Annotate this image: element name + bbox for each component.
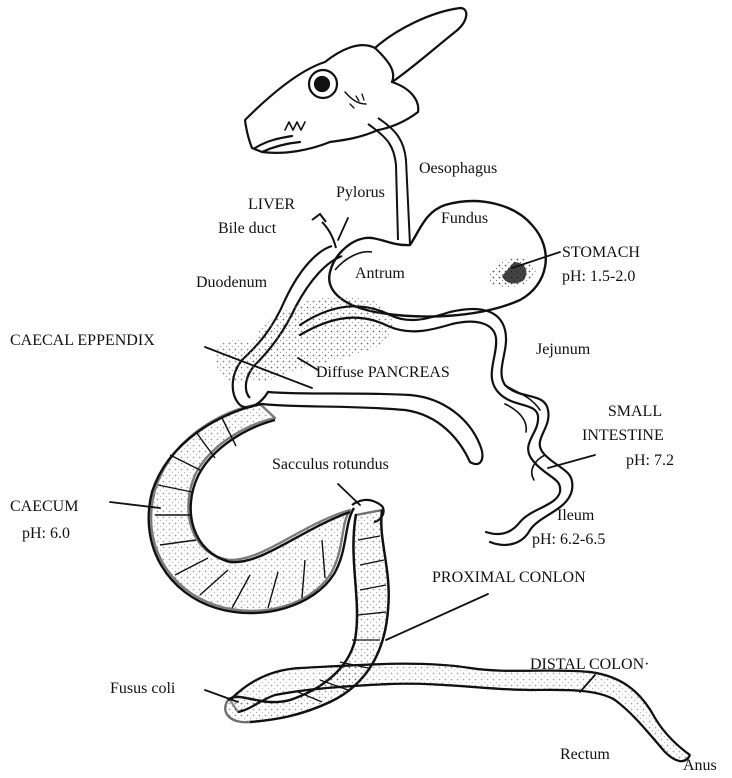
label-caecum-ph: pH: 6.0 <box>22 525 70 543</box>
caecum <box>149 404 354 613</box>
label-jejunum: Jejunum <box>536 341 590 359</box>
label-diffuse-pancreas: Diffuse PANCREAS <box>316 364 450 382</box>
label-fundus: Fundus <box>441 210 488 228</box>
label-oesophagus: Oesophagus <box>419 160 497 178</box>
bile-duct <box>312 214 336 248</box>
label-distal-colon: DISTAL COLON· <box>530 656 649 674</box>
label-small-intestine-line2: INTESTINE <box>582 427 664 445</box>
label-pylorus: Pylorus <box>336 184 385 202</box>
label-anus: Anus <box>683 757 717 775</box>
label-caecal-eppendix: CAECAL EPPENDIX <box>10 332 155 350</box>
label-ileum: Ileum <box>557 507 594 525</box>
leader-small-intestine <box>548 455 595 468</box>
label-duodenum: Duodenum <box>196 274 267 292</box>
label-small-intestine-line1: SMALL <box>598 403 672 421</box>
leader-proximal-colon <box>386 594 488 640</box>
label-ileum-ph: pH: 6.2-6.5 <box>532 531 605 549</box>
label-caecum: CAECUM <box>10 498 78 516</box>
label-proximal-colon: PROXIMAL CONLON <box>432 569 586 587</box>
label-stomach: STOMACH <box>562 244 640 262</box>
label-antrum: Antrum <box>355 265 405 283</box>
leader-pylorus <box>338 218 348 240</box>
label-stomach-ph: pH: 1.5-2.0 <box>562 268 635 286</box>
oesophagus-tube <box>368 118 410 245</box>
label-fusus-coli: Fusus coli <box>110 680 175 698</box>
caecal-appendix <box>262 392 482 464</box>
label-sacculus-rotundus: Sacculus rotundus <box>272 456 389 474</box>
label-small-intestine-ph: pH: 7.2 <box>626 452 674 470</box>
leader-sacculus <box>338 484 360 505</box>
label-rectum: Rectum <box>560 746 610 764</box>
label-bile-duct: Bile duct <box>218 220 276 238</box>
rabbit-head <box>245 8 466 153</box>
label-liver: LIVER <box>248 196 295 214</box>
